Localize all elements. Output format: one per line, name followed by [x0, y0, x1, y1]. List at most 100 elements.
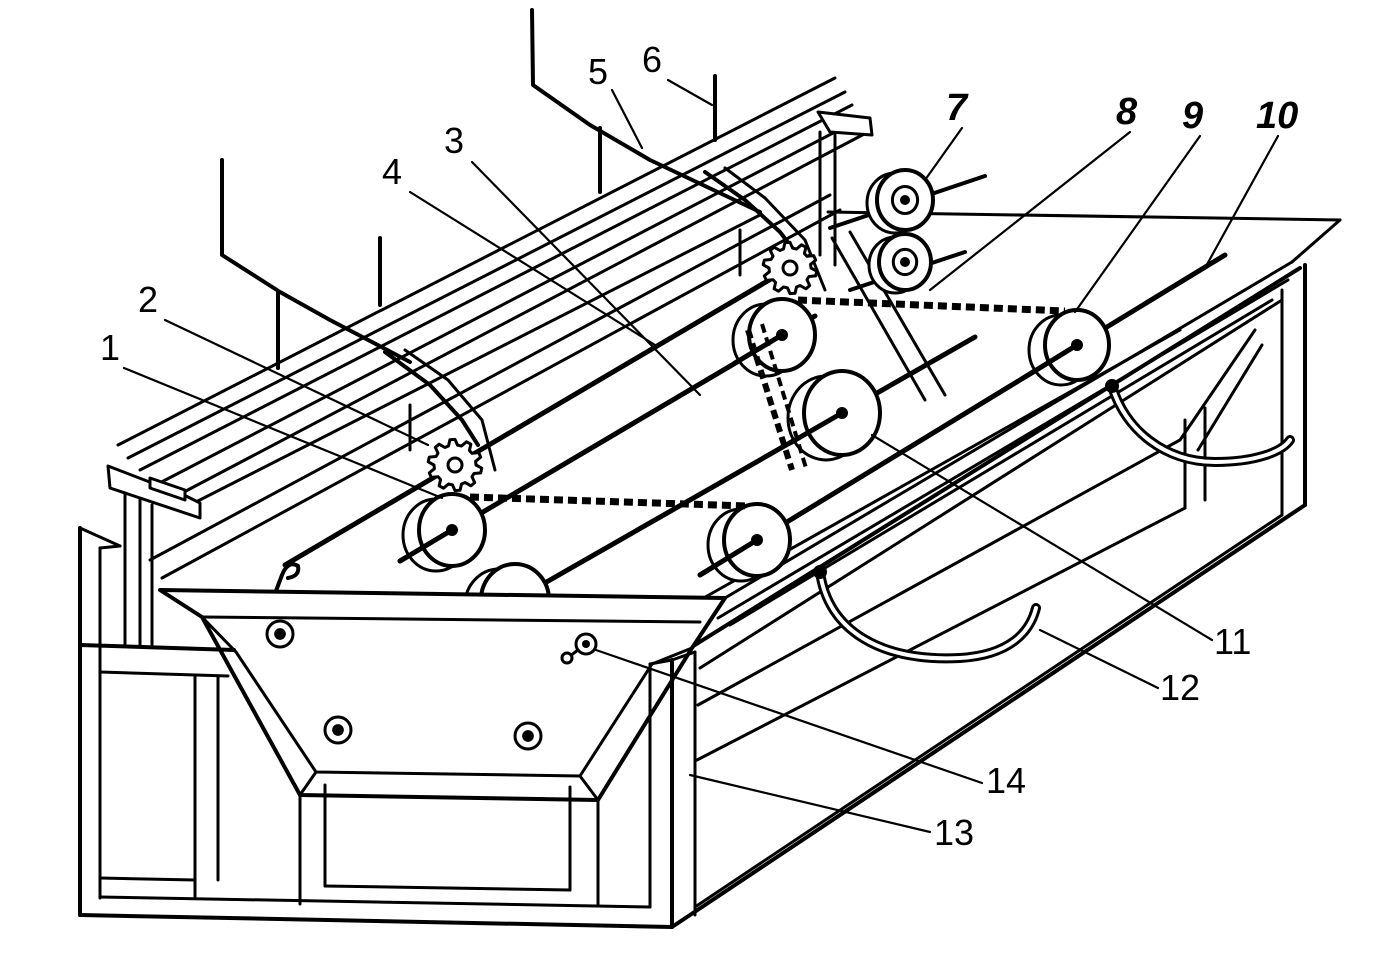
pipe-clamps: [813, 379, 1119, 579]
left-post-cap: [78, 526, 122, 548]
machine-parts: [78, 8, 1342, 929]
forks: [220, 8, 762, 370]
shaft-hook: [266, 562, 301, 614]
leader-line-2: [163, 318, 430, 447]
sprocket-left-hub: [446, 456, 464, 474]
pipe-back-inner: [1110, 384, 1292, 464]
pulley-lower: [867, 232, 933, 295]
leader-line-6: [666, 78, 714, 107]
roller-3-shaft-stub: [697, 537, 760, 578]
callout-label-5: 5: [588, 51, 608, 92]
chain-upper: [797, 296, 1066, 315]
bolt-3: [513, 721, 543, 751]
tray-right-edge: [1290, 218, 1342, 264]
leader-line-5: [610, 88, 644, 150]
hopper-corner-1: [200, 615, 238, 654]
rail-line-1: [116, 76, 837, 447]
rail-line-2: [126, 90, 847, 460]
rail-line-6: [188, 213, 762, 507]
roller-5-shaft-stub: [1022, 342, 1080, 380]
hopper-corner-2: [298, 770, 318, 797]
fork-right-rod: [530, 8, 762, 214]
roller-2-shaft-stub: [732, 332, 785, 366]
left-post-cap-inner: [98, 544, 122, 550]
hopper-corner-3: [578, 774, 600, 802]
bolt-2-center: [332, 724, 344, 736]
hanger-left-b: [403, 348, 497, 472]
bottom-inner-rail: [98, 895, 652, 909]
frame-bottom-right-edge: [670, 503, 1307, 929]
leader-line-9: [1073, 134, 1202, 314]
callout-label-8: 8: [1116, 91, 1138, 133]
valve-handle: [560, 651, 574, 665]
leader-line-8: [928, 130, 1132, 292]
hopper: [158, 588, 727, 802]
rod-1: [148, 193, 832, 562]
callout-label-2: 2: [138, 279, 158, 320]
leader-line-10: [1203, 134, 1280, 270]
tray-front-edge: [723, 260, 1294, 600]
bolt-2: [323, 715, 353, 745]
roller-3: [697, 502, 792, 583]
hopper-inner-outline: [234, 650, 654, 778]
crossbar-bottom: [98, 670, 230, 678]
callout-label-10: 10: [1256, 95, 1298, 137]
sprocket-right: [761, 240, 819, 296]
frame-right-side: [670, 263, 1307, 929]
pipe-clamp-back: [1105, 379, 1119, 393]
pipe-clamp-front: [813, 565, 827, 579]
bolt-1: [265, 619, 295, 649]
leader-line-13: [688, 773, 932, 834]
callout-leaders: [122, 78, 1280, 834]
leader-line-1: [122, 366, 444, 500]
roller-3-hub: [751, 534, 763, 546]
sprocket-shaft: [282, 253, 813, 568]
sprocket-right-hub: [781, 259, 799, 277]
frame-right-top-rail: [688, 266, 1302, 650]
frame-front: [78, 526, 697, 929]
bottom-outer-rail: [78, 913, 674, 929]
hanger-right-b: [723, 166, 827, 292]
frame-right-lower-rail: [695, 506, 1187, 762]
rail-back-bracket: [816, 110, 874, 137]
frame-right-mid-rail: [696, 438, 1182, 707]
callout-label-4: 4: [382, 151, 402, 192]
belt-2: [848, 230, 947, 397]
frame-bottom-right-inner: [693, 513, 1284, 909]
roller-1-shaft-stub: [397, 527, 455, 564]
callout-label-3: 3: [444, 120, 464, 161]
roller-4: [786, 369, 882, 462]
hopper-top-lip: [200, 615, 702, 624]
hanger-left-a: [383, 350, 480, 447]
frame-back-slant-1: [1178, 328, 1257, 442]
pulley-upper: [865, 168, 935, 235]
belt-1: [830, 236, 927, 402]
chain-lower: [469, 493, 749, 510]
callout-label-11: 11: [1214, 621, 1251, 662]
roller-4-hub: [836, 407, 848, 419]
roller-5-hub: [1071, 339, 1083, 351]
hook: [266, 562, 301, 614]
rod-2: [160, 208, 842, 580]
rail-line-3: [138, 103, 854, 472]
leader-line-7: [923, 126, 964, 182]
pipe-front-inner: [818, 570, 1038, 661]
pipe-back-outer: [1107, 381, 1295, 467]
callout-labels: 1 2 3 4 5 6 7 8 9 10 11 12 13 14: [100, 39, 1298, 853]
pulley-lower-hub: [900, 257, 910, 267]
callout-label-1: 1: [100, 327, 120, 368]
callout-label-14: 14: [986, 760, 1026, 801]
roller-2-hub: [776, 329, 788, 341]
chain-diagonal-b: [760, 323, 808, 469]
chain-diagonal-a: [745, 329, 795, 471]
callout-label-12: 12: [1160, 667, 1200, 708]
bolt-3-center: [522, 730, 534, 742]
leader-line-12: [1038, 628, 1160, 690]
valve-core: [582, 640, 590, 648]
callout-label-6: 6: [642, 39, 662, 80]
roller-1: [397, 492, 487, 573]
leader-line-11: [870, 433, 1214, 642]
callout-label-13: 13: [934, 812, 974, 853]
